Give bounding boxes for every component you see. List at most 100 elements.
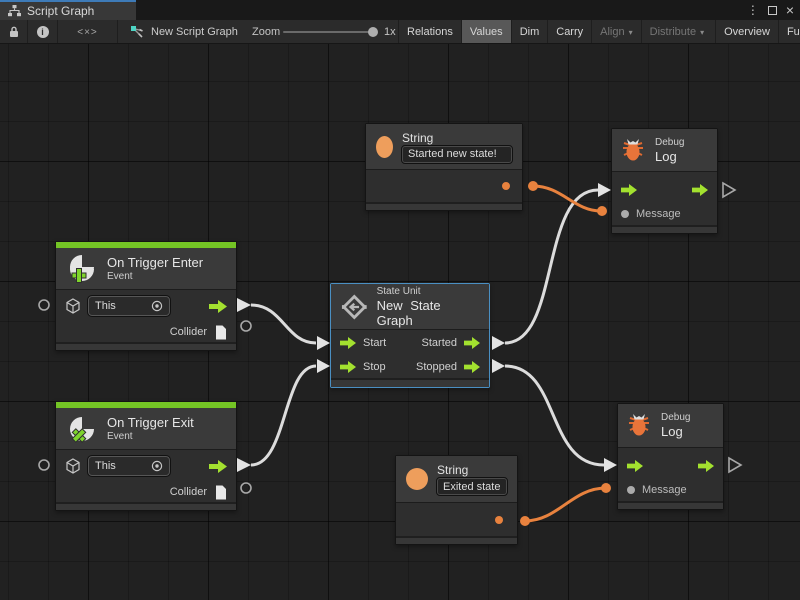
- node-debug-log-top[interactable]: Debug Log Message: [611, 128, 718, 234]
- graph-node-icon: [131, 26, 143, 38]
- carry-button[interactable]: Carry: [547, 20, 591, 43]
- graph-name-breadcrumb[interactable]: New Script Graph: [130, 20, 238, 43]
- close-icon[interactable]: ×: [785, 2, 794, 18]
- node-title: New State Graph: [376, 297, 441, 328]
- state-unit-icon: [341, 294, 367, 319]
- message-input-port[interactable]: [621, 209, 629, 218]
- event-accent-bar: [56, 402, 236, 408]
- zoom-slider-track[interactable]: [283, 31, 373, 33]
- fullscreen-button[interactable]: Full Screen: [777, 20, 800, 43]
- chevron-down-icon: ▾: [628, 27, 633, 37]
- node-title: String: [437, 463, 469, 477]
- node-footer: [612, 225, 717, 233]
- port-label: Start: [363, 336, 387, 349]
- code-icon: <×>: [77, 26, 98, 38]
- value-output-port[interactable]: [495, 515, 503, 524]
- port-label: Started: [421, 336, 457, 349]
- node-title: On Trigger Exit: [107, 415, 194, 430]
- graph-toolbar: i <×> New Script Graph Zoom 1x Relations…: [0, 20, 800, 44]
- graph-name-label: New Script Graph: [151, 26, 238, 38]
- collider-doc-icon[interactable]: [215, 485, 227, 500]
- node-footer: [56, 502, 236, 510]
- flow-output-port[interactable]: [209, 459, 227, 473]
- node-debug-log-bottom[interactable]: Debug Log Message: [617, 403, 724, 510]
- node-on-trigger-enter[interactable]: On Trigger Enter Event This Colli: [55, 241, 237, 351]
- event-accent-bar: [56, 242, 236, 248]
- lock-button[interactable]: [0, 20, 28, 43]
- node-on-trigger-exit[interactable]: On Trigger Exit Event This Collid: [55, 401, 237, 511]
- flow-input-port[interactable]: [340, 336, 356, 349]
- dim-button[interactable]: Dim: [510, 20, 548, 43]
- message-input-port[interactable]: [627, 485, 635, 494]
- node-footer: [366, 202, 522, 210]
- gameobject-cube-icon: [66, 298, 80, 314]
- zoom-label: Zoom: [252, 26, 281, 38]
- node-string-top[interactable]: String: [365, 123, 523, 211]
- port-label: Stop: [363, 360, 386, 373]
- target-value: This: [95, 460, 116, 472]
- string-value-input[interactable]: [436, 477, 508, 496]
- overview-button[interactable]: Overview: [715, 20, 778, 43]
- toolbar-buttons: Relations Values Dim Carry Align▾ Distri…: [398, 20, 800, 43]
- node-footer: [396, 536, 517, 544]
- chevron-down-icon: ▾: [700, 27, 705, 37]
- bug-icon: [623, 138, 643, 160]
- port-label: Message: [636, 207, 681, 220]
- node-title: Log: [661, 424, 683, 439]
- tab-script-graph[interactable]: Script Graph: [0, 0, 136, 20]
- info-button[interactable]: i: [28, 20, 58, 43]
- node-state-unit[interactable]: State Unit New State Graph Start Started: [330, 283, 490, 388]
- relations-button[interactable]: Relations: [398, 20, 461, 43]
- port-label: Collider: [169, 326, 207, 338]
- node-title: Log: [655, 148, 677, 164]
- value-output-port[interactable]: [502, 182, 510, 190]
- node-title: On Trigger Enter: [107, 255, 204, 270]
- node-subtitle: Event: [107, 431, 133, 442]
- flow-output-port[interactable]: [464, 360, 480, 373]
- flow-input-port[interactable]: [340, 360, 356, 373]
- node-footer: [331, 378, 489, 387]
- flow-input-port[interactable]: [627, 460, 643, 472]
- target-value: This: [95, 300, 116, 312]
- zoom-value: 1x: [384, 26, 396, 38]
- code-preview-button[interactable]: <×>: [58, 20, 118, 43]
- gameobject-cube-icon: [66, 458, 80, 474]
- node-footer: [618, 501, 723, 509]
- flow-output-port[interactable]: [209, 299, 227, 313]
- node-category: Debug: [661, 412, 691, 423]
- menu-icon[interactable]: ⋮: [746, 3, 759, 17]
- string-value-input[interactable]: [401, 144, 513, 164]
- tab-bar: Script Graph ⋮ ×: [0, 0, 800, 20]
- flow-output-port[interactable]: [698, 460, 714, 472]
- node-category: State Unit: [376, 285, 421, 297]
- flow-output-port[interactable]: [692, 184, 708, 196]
- distribute-dropdown[interactable]: Distribute▾: [640, 20, 712, 43]
- maximize-icon[interactable]: [767, 5, 777, 15]
- object-picker-icon[interactable]: [151, 300, 163, 312]
- lock-icon: [9, 26, 18, 37]
- target-object-field[interactable]: This: [87, 455, 171, 477]
- string-type-icon: [406, 468, 428, 490]
- node-subtitle: Event: [107, 271, 133, 282]
- object-picker-icon[interactable]: [151, 460, 163, 472]
- port-label: Collider: [169, 486, 207, 498]
- bug-icon: [629, 414, 649, 436]
- target-object-field[interactable]: This: [87, 295, 171, 317]
- flow-output-port[interactable]: [464, 336, 480, 349]
- graph-hierarchy-icon: [8, 5, 21, 17]
- node-title: String: [402, 130, 434, 145]
- collider-doc-icon[interactable]: [215, 325, 227, 340]
- trigger-enter-event-icon: [70, 254, 94, 283]
- graph-canvas[interactable]: String Debug Log: [0, 44, 800, 600]
- node-string-bottom[interactable]: String: [395, 455, 518, 545]
- info-icon: i: [36, 26, 49, 38]
- flow-input-port[interactable]: [621, 184, 637, 196]
- port-label: Message: [642, 483, 687, 496]
- trigger-exit-event-icon: [70, 416, 94, 443]
- tab-title: Script Graph: [27, 4, 95, 18]
- zoom-slider-handle[interactable]: [368, 27, 378, 37]
- align-dropdown[interactable]: Align▾: [591, 20, 640, 43]
- port-label: Stopped: [416, 360, 457, 373]
- values-button[interactable]: Values: [460, 20, 511, 43]
- node-footer: [56, 342, 236, 350]
